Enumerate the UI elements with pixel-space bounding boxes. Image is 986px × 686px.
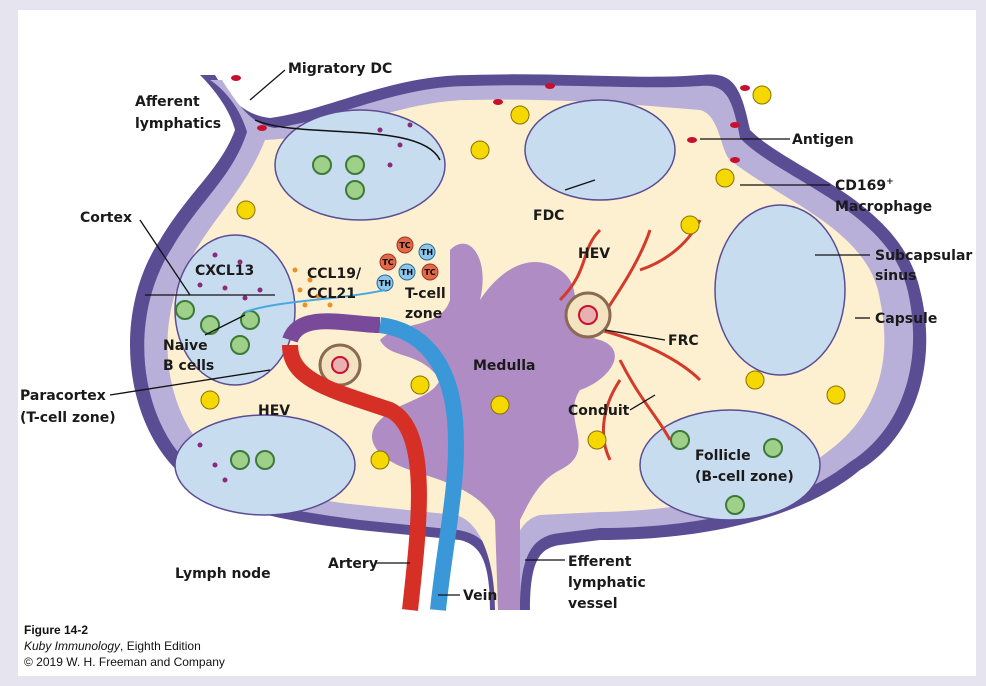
leader-lines: [109, 69, 870, 596]
antigen-particles: [231, 75, 750, 163]
label-cd169: CD169+: [835, 177, 894, 194]
label-naive-b-cells: Naive: [163, 338, 208, 354]
th-cell-label: TH: [379, 279, 391, 288]
tc-cell-label: TC: [399, 241, 410, 250]
label-hev-top: HEV: [578, 246, 610, 262]
label-hev-bottom: HEV: [258, 403, 290, 419]
label-paracortex-2: (T-cell zone): [20, 410, 116, 426]
tc-cell-label: TC: [424, 268, 435, 277]
hev-lumen: [331, 356, 349, 374]
figure-number: Figure 14-2: [24, 623, 89, 637]
label-efferent: Efferent: [568, 554, 632, 570]
hev-lumen: [578, 305, 598, 325]
label-migratory-dc: Migratory DC: [288, 61, 392, 77]
label-macrophage: Macrophage: [835, 199, 932, 215]
copyright: © 2019 W. H. Freeman and Company: [24, 655, 225, 669]
cd169-macrophages: [200, 85, 846, 470]
label-antigen: Antigen: [792, 132, 854, 148]
label-naive-b-cells-2: B cells: [163, 358, 214, 374]
label-lymph-node: Lymph node: [175, 566, 271, 582]
cxcl13-chemokines: [197, 122, 413, 483]
artery: [282, 344, 427, 611]
label-t-cell-zone: T-cell: [405, 286, 446, 302]
label-cxcl13: CXCL13: [195, 263, 254, 279]
follicle: [714, 204, 846, 376]
label-follicle: Follicle: [695, 448, 751, 464]
label-fdc: FDC: [533, 208, 564, 224]
th-cell-label: TH: [421, 248, 433, 257]
ccl19-ccl21-chemokines: [292, 267, 333, 308]
migration-arrow: [244, 289, 386, 313]
label-afferent-lymphatics: Afferent: [135, 94, 200, 110]
label-subcapsular-sinus: Subcapsular: [875, 248, 972, 264]
dc-migration-arrow: [254, 119, 441, 161]
label-frc: FRC: [668, 333, 699, 349]
follicle: [524, 99, 676, 201]
label-capsule: Capsule: [875, 311, 937, 327]
label-efferent-3: vessel: [568, 596, 618, 612]
label-t-cell-zone-2: zone: [405, 306, 442, 322]
label-artery: Artery: [328, 556, 378, 572]
edition: , Eighth Edition: [120, 639, 201, 653]
book-title: Kuby Immunology: [24, 639, 121, 653]
label-paracortex: Paracortex: [20, 388, 106, 404]
label-ccl19: CCL19/: [307, 266, 362, 282]
label-vein: Vein: [463, 588, 497, 604]
medulla-region: [371, 243, 615, 610]
label-b-cell-zone: (B-cell zone): [695, 469, 794, 485]
th-cell-label: TH: [401, 268, 413, 277]
t-cells: TC TH TC TH TC TH: [376, 236, 439, 292]
label-subcapsular-sinus-2: sinus: [875, 268, 916, 284]
hev-vessel: [282, 313, 381, 344]
label-efferent-2: lymphatic: [568, 575, 646, 591]
label-cortex: Cortex: [80, 210, 132, 226]
figure-caption: Figure 14-2 Kuby Immunology, Eighth Edit…: [24, 622, 225, 670]
label-ccl21: CCL21: [307, 286, 356, 302]
label-medulla: Medulla: [473, 358, 535, 374]
b-cells: [175, 155, 783, 515]
vein: [378, 317, 464, 611]
tc-cell-label: TC: [382, 258, 393, 267]
book-credit: Kuby Immunology, Eighth Edition: [24, 638, 225, 654]
label-conduit: Conduit: [568, 403, 630, 419]
label-afferent-lymphatics-2: lymphatics: [135, 116, 221, 132]
